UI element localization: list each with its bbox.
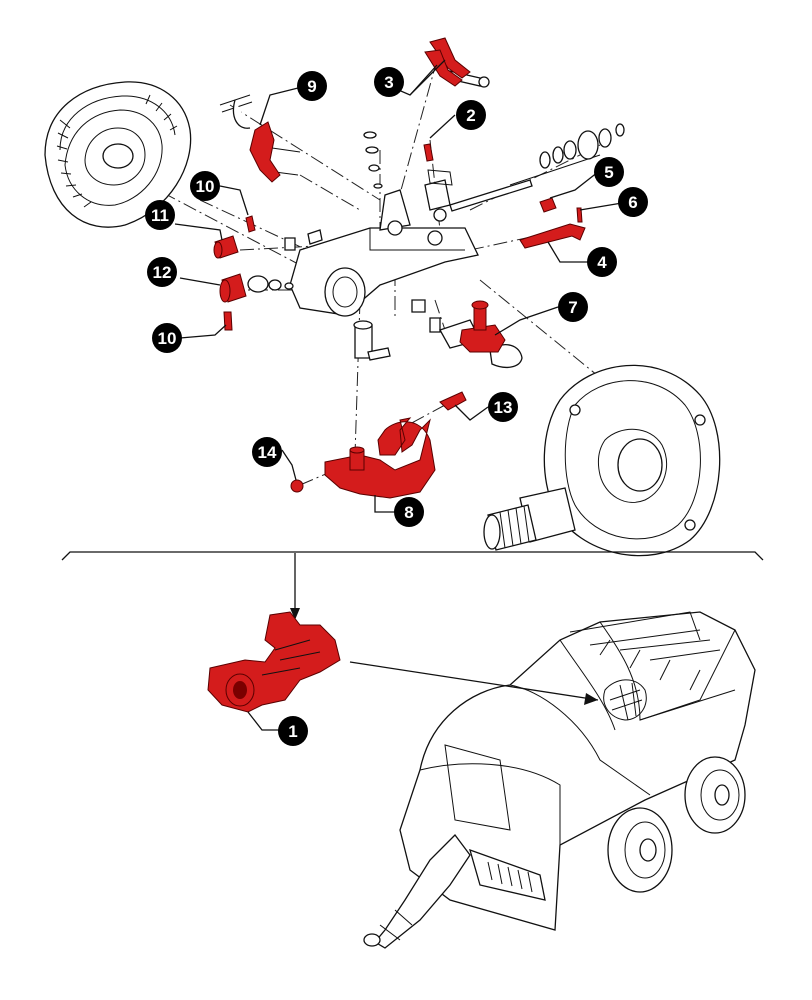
callout-c11: 11 [145, 200, 175, 230]
callout-c14: 14 [252, 437, 282, 467]
callout-number: 9 [307, 77, 316, 96]
callout-c13: 13 [488, 392, 518, 422]
callout-circle [587, 247, 617, 277]
right-gearbox-housing [483, 364, 721, 557]
callout-c1: 1 [278, 716, 308, 746]
part-1-knotter-assembly [207, 611, 341, 713]
part-9-billhook [249, 121, 281, 183]
callout-c6: 6 [618, 187, 648, 217]
part-6-pin [576, 207, 583, 223]
part-7-cam [459, 324, 506, 353]
callout-c8: 8 [394, 497, 424, 527]
knotter-frame-casting [289, 169, 479, 317]
callout-number: 12 [153, 263, 172, 282]
callout-circle [152, 323, 182, 353]
part-4-lever [519, 223, 586, 249]
callout-number: 13 [494, 398, 513, 417]
callout-number: 10 [196, 177, 215, 196]
callout-number: 2 [466, 106, 475, 125]
callout-circle [558, 292, 588, 322]
callout-c10a: 10 [190, 171, 220, 201]
callout-circle [145, 200, 175, 230]
callout-number: 8 [404, 503, 413, 522]
callout-circle [374, 67, 404, 97]
part-3-knotter-hook-b [424, 49, 463, 87]
section-divider [61, 551, 764, 620]
callout-c12: 12 [147, 257, 177, 287]
part-3-knotter-hook [429, 37, 471, 79]
callout-number: 7 [568, 298, 577, 317]
callout-circle [297, 71, 327, 101]
callout-number: 10 [158, 329, 177, 348]
part-10-pin-upper [245, 215, 256, 233]
callout-c4: 4 [587, 247, 617, 277]
part-2-pin [423, 143, 434, 162]
callout-circle [252, 437, 282, 467]
location-arrow [349, 661, 599, 705]
callout-circle [190, 171, 220, 201]
callout-c3: 3 [374, 67, 404, 97]
callout-number: 1 [288, 722, 297, 741]
callout-number: 14 [258, 443, 277, 462]
left-gear-housing [44, 81, 192, 228]
callout-number: 6 [628, 193, 637, 212]
callout-number: 3 [384, 73, 393, 92]
part-13-wedge [439, 391, 467, 411]
callout-number: 5 [604, 163, 613, 182]
callout-circle [147, 257, 177, 287]
callout-circle [456, 100, 486, 130]
callout-leaders [174, 59, 623, 731]
baler-machine [363, 611, 756, 949]
callout-c9: 9 [297, 71, 327, 101]
part-10-pin-lower [223, 311, 233, 331]
callout-circle [488, 392, 518, 422]
part-8-tucker-arm [324, 417, 436, 499]
part-14-ball [290, 479, 304, 493]
callout-c7: 7 [558, 292, 588, 322]
callout-c2: 2 [456, 100, 486, 130]
callout-number: 11 [151, 206, 169, 225]
drive-shaft [449, 123, 625, 212]
callout-c5: 5 [594, 157, 624, 187]
callout-number: 4 [597, 253, 607, 272]
highlighted-parts [213, 37, 586, 499]
callout-circle [278, 716, 308, 746]
callout-circle [594, 157, 624, 187]
callout-c10b: 10 [152, 323, 182, 353]
part-5-bracket [539, 197, 557, 213]
callout-circle [394, 497, 424, 527]
callout-circle [618, 187, 648, 217]
